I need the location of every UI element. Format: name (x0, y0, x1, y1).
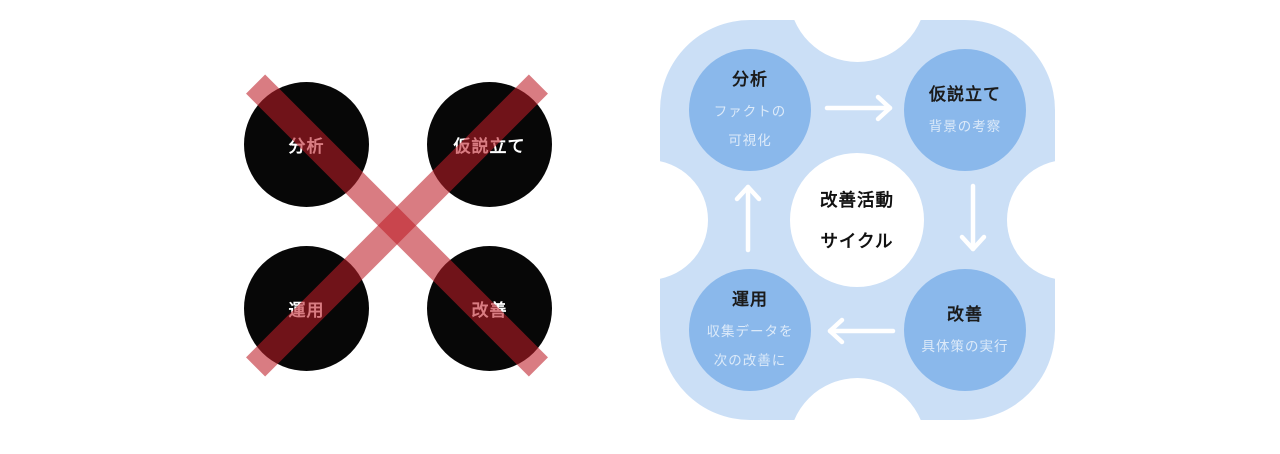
cycle-step-hypothesis-description: 背景の考察 (929, 112, 1002, 141)
cycle-step-hypothesis: 仮説立て 背景の考察 (904, 49, 1026, 171)
cycle-step-analysis-label: 分析 (732, 70, 768, 89)
cycle-center-title-line1: 改善活動 (820, 190, 894, 210)
arrow-left-icon (827, 317, 896, 345)
cycle-step-improvement-description: 具体策の実行 (922, 332, 1009, 361)
cycle-step-operation-description: 収集データを 次の改善に (707, 317, 794, 375)
cycle-step-analysis-description: ファクトの 可視化 (714, 97, 787, 155)
arrow-down-icon (959, 183, 987, 252)
cycle-step-operation: 運用 収集データを 次の改善に (689, 269, 811, 391)
cycle-step-operation-label: 運用 (732, 290, 768, 309)
description-line: ファクトの (713, 104, 787, 119)
cycle-step-hypothesis-label: 仮説立て (929, 84, 1001, 104)
cycle-step-improvement: 改善 具体策の実行 (904, 269, 1026, 391)
cycle-center-badge: 改善活動 サイクル (790, 153, 924, 287)
cycle-center-title-line2: サイクル (820, 231, 894, 251)
cycle-step-analysis: 分析 ファクトの 可視化 (689, 49, 811, 171)
arrow-right-icon (824, 94, 893, 122)
arrow-up-icon (734, 184, 762, 253)
crossed-out-diagram: 分析 仮説立て 運用 改善 (244, 74, 552, 377)
description-line: 具体策の実行 (921, 338, 1009, 354)
improvement-cycle-diagram: 分析 ファクトの 可視化 仮説立て 背景の考察 運用 収集データを 次の改善に … (640, 0, 1080, 440)
blob-concave-notches (640, 0, 1080, 440)
description-line: 収集データを (706, 324, 794, 339)
cycle-step-improvement-label: 改善 (947, 304, 983, 324)
description-line: 背景の考察 (928, 118, 1002, 134)
description-line: 可視化 (728, 133, 772, 148)
description-line: 次の改善に (713, 353, 787, 368)
